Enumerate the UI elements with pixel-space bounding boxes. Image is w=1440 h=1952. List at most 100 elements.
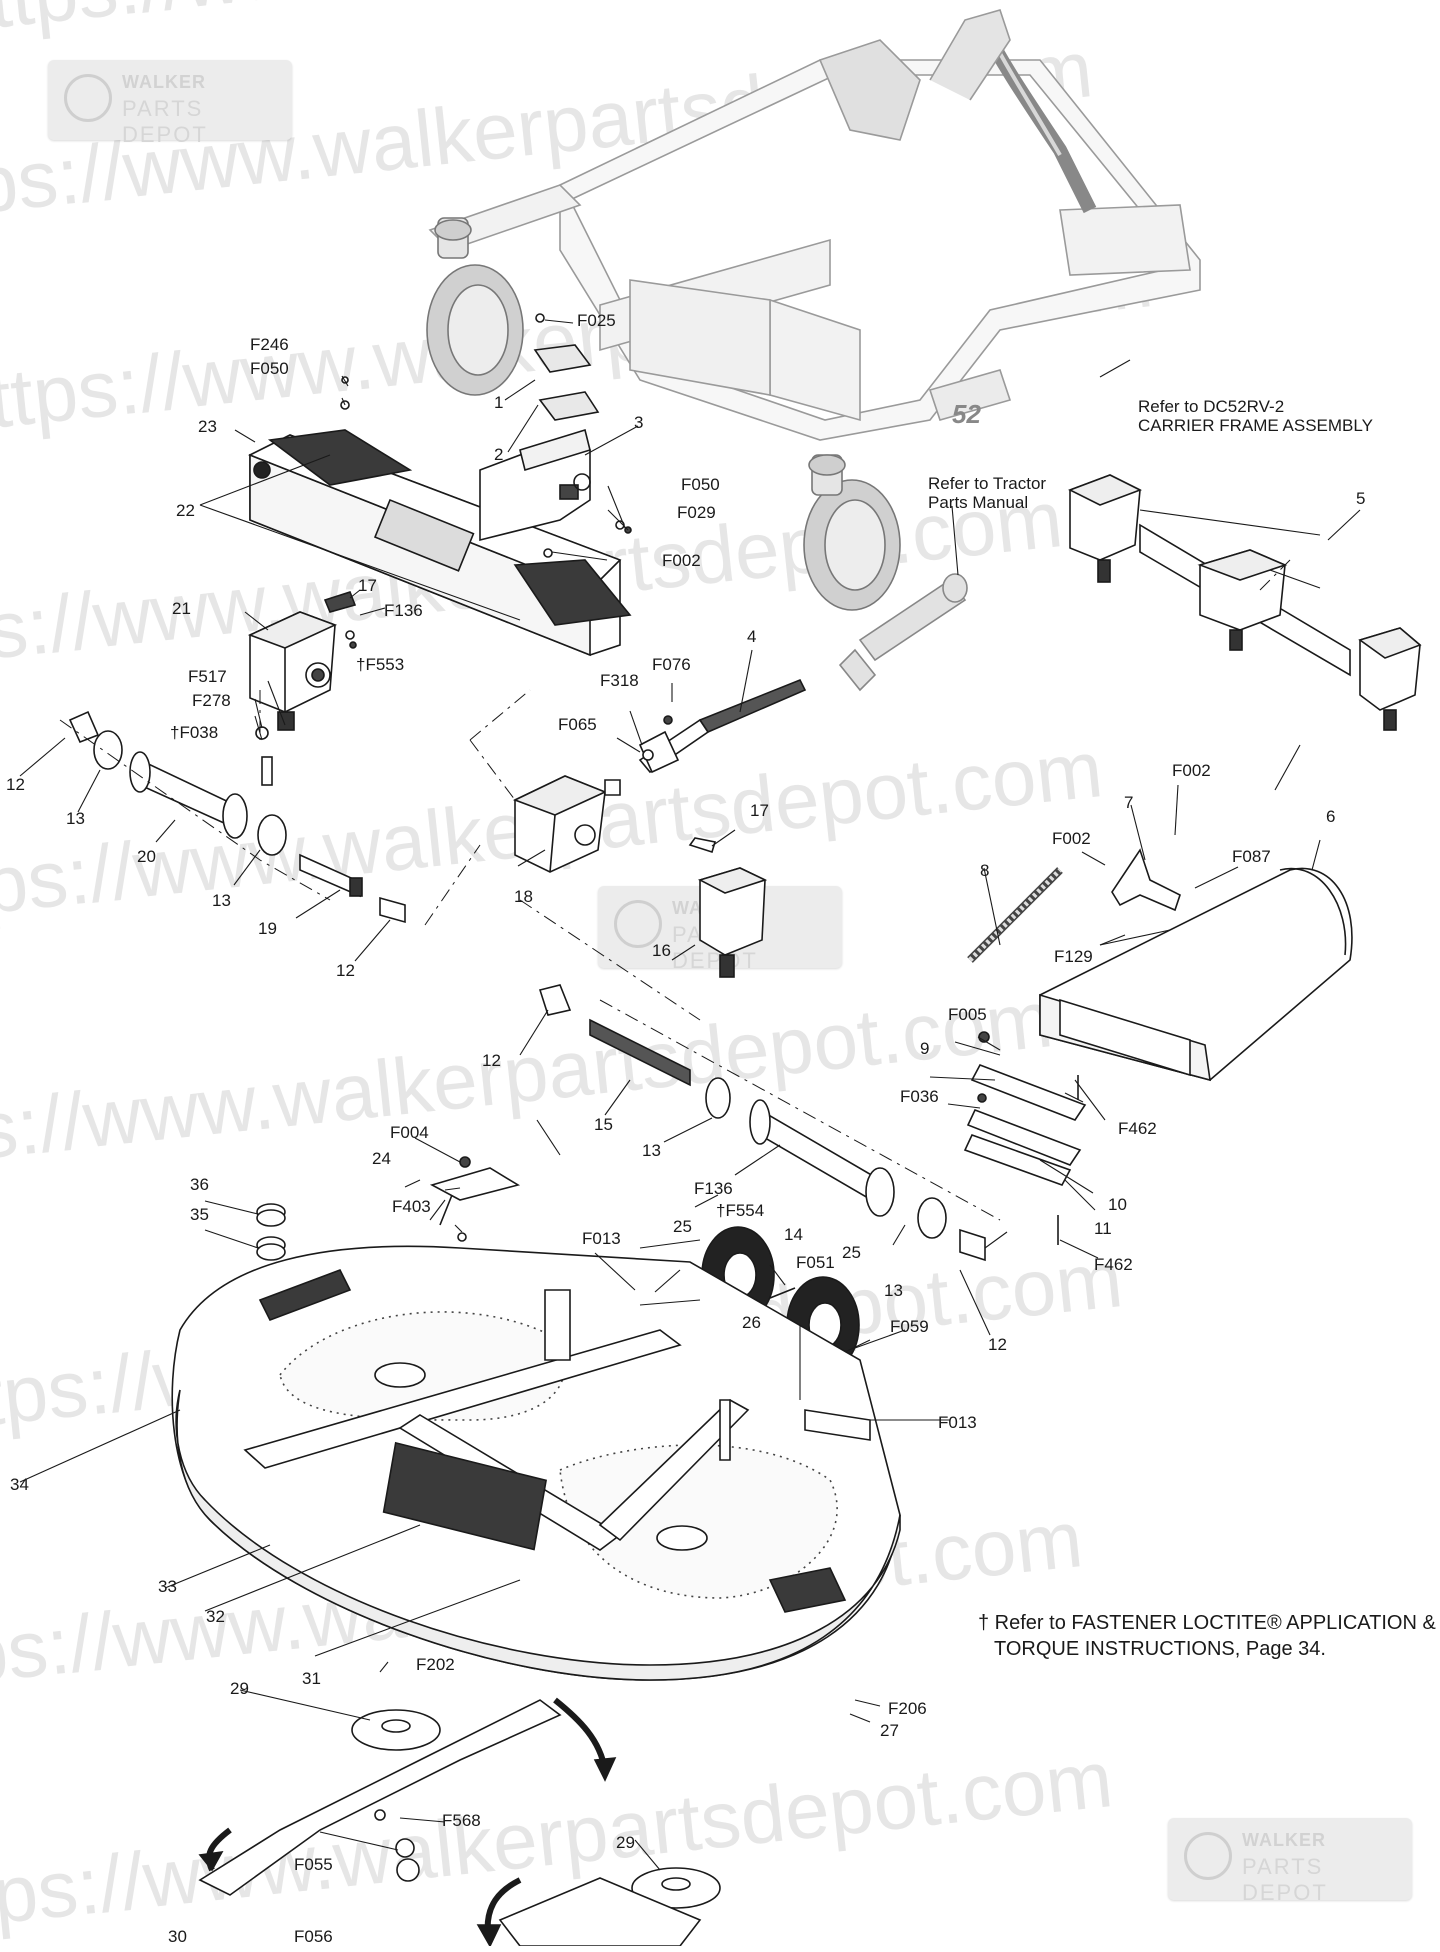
shaft-left-assembly <box>68 710 406 924</box>
callout-label: F056 <box>294 1927 333 1946</box>
callout-label: 13 <box>66 809 85 828</box>
callout-label: 6 <box>1326 807 1336 826</box>
spacers-35-36 <box>256 1203 286 1261</box>
blade-spindle-cup-29-top <box>351 1709 441 1751</box>
callout-label: 10 <box>1108 1195 1127 1214</box>
callout-label: F013 <box>582 1229 621 1248</box>
badge-line2: PARTS DEPOT <box>1242 1854 1328 1905</box>
callout-label: 22 <box>176 501 195 520</box>
callout-label: 33 <box>158 1577 177 1596</box>
callout-label: F005 <box>948 1005 987 1024</box>
callout-label: 26 <box>742 1313 761 1332</box>
callout-label: F136 <box>384 601 423 620</box>
alignment-dashes <box>59 559 1291 1221</box>
callout-label: F059 <box>890 1317 929 1336</box>
callout-label: F002 <box>1172 761 1211 780</box>
callout-label: F206 <box>888 1699 927 1718</box>
callout-label: 27 <box>880 1721 899 1740</box>
callout-label: 14 <box>784 1225 803 1244</box>
callout-label: F050 <box>250 359 289 378</box>
note-line: Refer to Tractor <box>928 474 1047 493</box>
gearbox-21 <box>247 611 338 731</box>
callout-label: 4 <box>747 627 757 646</box>
callout-label: 35 <box>190 1205 209 1224</box>
callout-label: F129 <box>1054 947 1093 966</box>
callout-label: 8 <box>980 861 990 880</box>
callout-label: 32 <box>206 1607 225 1626</box>
deck-size-number: 52 <box>952 399 981 429</box>
callout-label: †F038 <box>170 723 219 742</box>
callout-label: F036 <box>900 1087 939 1106</box>
callout-label: 17 <box>750 801 769 820</box>
callout-label: 16 <box>652 941 671 960</box>
callout-label: 24 <box>372 1149 391 1168</box>
spring-8 <box>967 867 1063 963</box>
hardware-small <box>323 313 632 649</box>
callout-label: 11 <box>1094 1219 1112 1238</box>
callout-label: F462 <box>1118 1119 1157 1138</box>
tractor-shaft-end <box>838 573 968 692</box>
callout-label: F013 <box>938 1413 977 1432</box>
bracket-24 <box>429 1156 521 1242</box>
cutting-blade-right <box>476 1877 702 1946</box>
caster-wheel-left <box>426 217 524 396</box>
badge-line1: WALKER <box>1242 1830 1326 1850</box>
callout-label: F318 <box>600 671 639 690</box>
blade-spindle-cup-29-bottom <box>631 1867 721 1909</box>
callout-label: 25 <box>673 1217 692 1236</box>
mower-deck-34 <box>171 1245 901 1681</box>
callout-label: 18 <box>514 887 533 906</box>
callout-label: 34 <box>10 1475 29 1494</box>
watermark-badge: WALKER PARTS DEPOT <box>48 60 292 147</box>
caster-wheel-right <box>803 454 901 611</box>
callout-label: 7 <box>1124 793 1134 812</box>
hinge-plates <box>479 344 600 542</box>
callout-label: 5 <box>1356 489 1366 508</box>
callout-label: F246 <box>250 335 289 354</box>
note-line: Refer to DC52RV-2 <box>1138 397 1285 416</box>
leader-lines <box>19 319 1361 1871</box>
note-tractor: Refer to Tractor Parts Manual <box>928 474 1046 512</box>
note-line: TORQUE INSTRUCTIONS, Page 34. <box>994 1638 1326 1660</box>
hinge-9-10-11 <box>963 1031 1087 1245</box>
note-line: CARRIER FRAME ASSEMBLY <box>1138 416 1373 435</box>
shaft-center-assembly <box>538 984 986 1262</box>
callout-label: 21 <box>172 599 191 618</box>
callout-label: F055 <box>294 1855 333 1874</box>
callout-label: 29 <box>616 1833 635 1852</box>
gearbox-16 <box>688 837 768 978</box>
badge-line2: PARTS DEPOT <box>122 96 208 147</box>
callout-label: 12 <box>336 961 355 980</box>
callout-label: 29 <box>230 1679 249 1698</box>
callout-label: 12 <box>482 1051 501 1070</box>
callout-label: 13 <box>212 891 231 910</box>
callout-label: †F554 <box>716 1201 765 1220</box>
callout-label: 36 <box>190 1175 209 1194</box>
rear-cover-23 <box>248 429 632 657</box>
callout-label: F462 <box>1094 1255 1133 1274</box>
callout-label: 17 <box>358 576 377 595</box>
callout-label: F202 <box>416 1655 455 1674</box>
gearbox-18 <box>512 775 621 873</box>
callout-label: F568 <box>442 1811 481 1830</box>
callout-label: F004 <box>390 1123 429 1142</box>
callout-label: 25 <box>842 1243 861 1262</box>
callout-label: 3 <box>634 413 644 432</box>
blade-hardware-bottom <box>374 1809 420 1882</box>
gearbox-assembly-5 <box>1068 474 1422 731</box>
callout-label: F136 <box>694 1179 733 1198</box>
walker-logo-icon <box>1184 1832 1232 1880</box>
callout-label: F065 <box>558 715 597 734</box>
callout-label: F517 <box>188 667 227 686</box>
note-loctite: † Refer to FASTENER LOCTITE® APPLICATION… <box>978 1610 1436 1662</box>
callout-label: 9 <box>920 1039 930 1058</box>
bolt-26 <box>769 1287 796 1299</box>
cutting-blade-left <box>198 1697 617 1896</box>
callout-label: F076 <box>652 655 691 674</box>
callout-label: 31 <box>302 1669 321 1688</box>
callout-label: 23 <box>198 417 217 436</box>
callout-label: 20 <box>137 847 156 866</box>
callout-label: F050 <box>681 475 720 494</box>
